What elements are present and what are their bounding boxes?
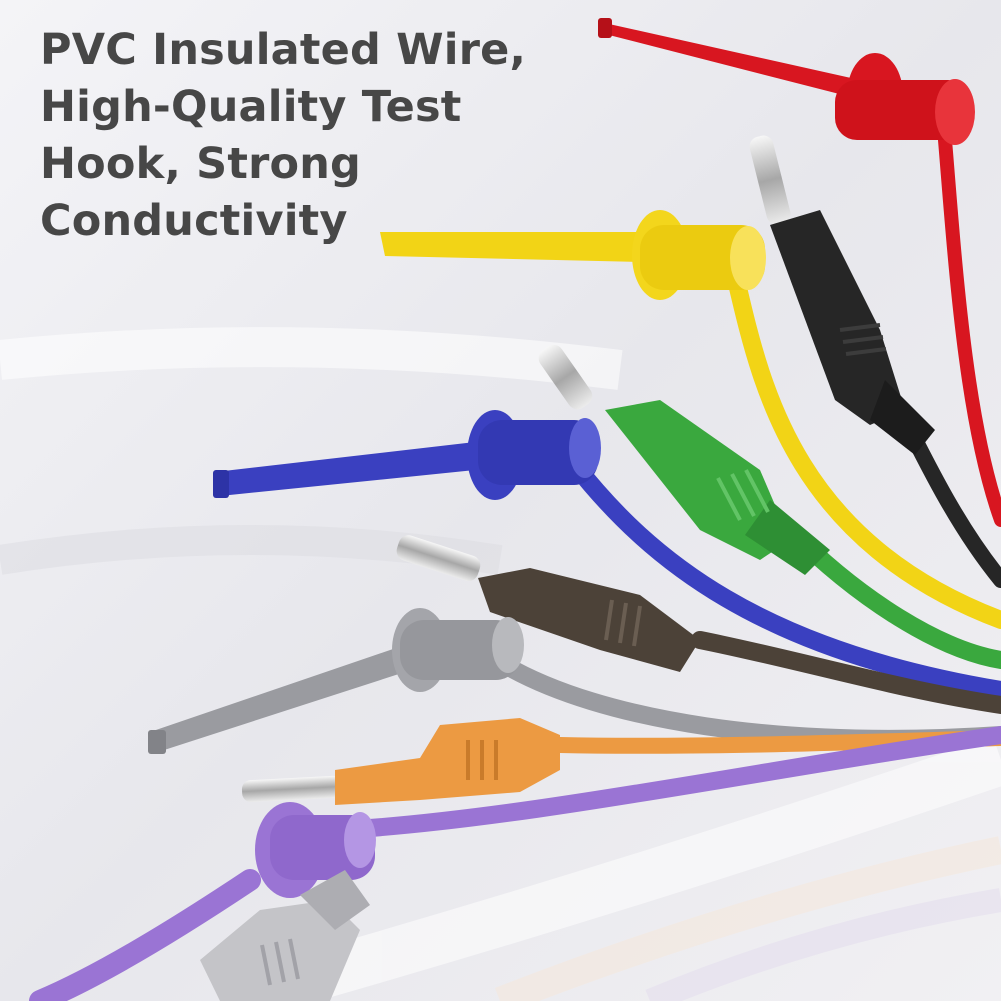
yellow-test-hook — [380, 210, 766, 300]
blue-test-hook — [213, 410, 601, 500]
red-test-hook — [598, 18, 975, 145]
blue-wire — [566, 456, 1001, 699]
headline-line-1: PVC Insulated Wire, — [40, 25, 527, 75]
green-banana-plug — [538, 344, 830, 575]
headline-line-3: Hook, Strong — [40, 139, 362, 189]
headline: PVC Insulated Wire, High-Quality Test Ho… — [40, 22, 600, 250]
background-streaks — [0, 327, 1001, 1001]
headline-line-2: High-Quality Test — [40, 82, 462, 132]
orange-banana-plug — [241, 718, 560, 805]
purple-test-hook — [255, 802, 376, 898]
brown-banana-plug — [396, 535, 700, 672]
yellow-wire — [726, 266, 1001, 629]
gray-test-hook — [148, 608, 524, 754]
black-banana-plug — [749, 135, 935, 455]
purple-wire — [331, 726, 1001, 839]
purple-tail-wire — [29, 869, 261, 1001]
light-gray-banana-plug — [200, 870, 370, 1001]
red-wire — [938, 133, 1001, 527]
brown-wire — [691, 631, 1001, 714]
headline-line-4: Conductivity — [40, 196, 348, 246]
